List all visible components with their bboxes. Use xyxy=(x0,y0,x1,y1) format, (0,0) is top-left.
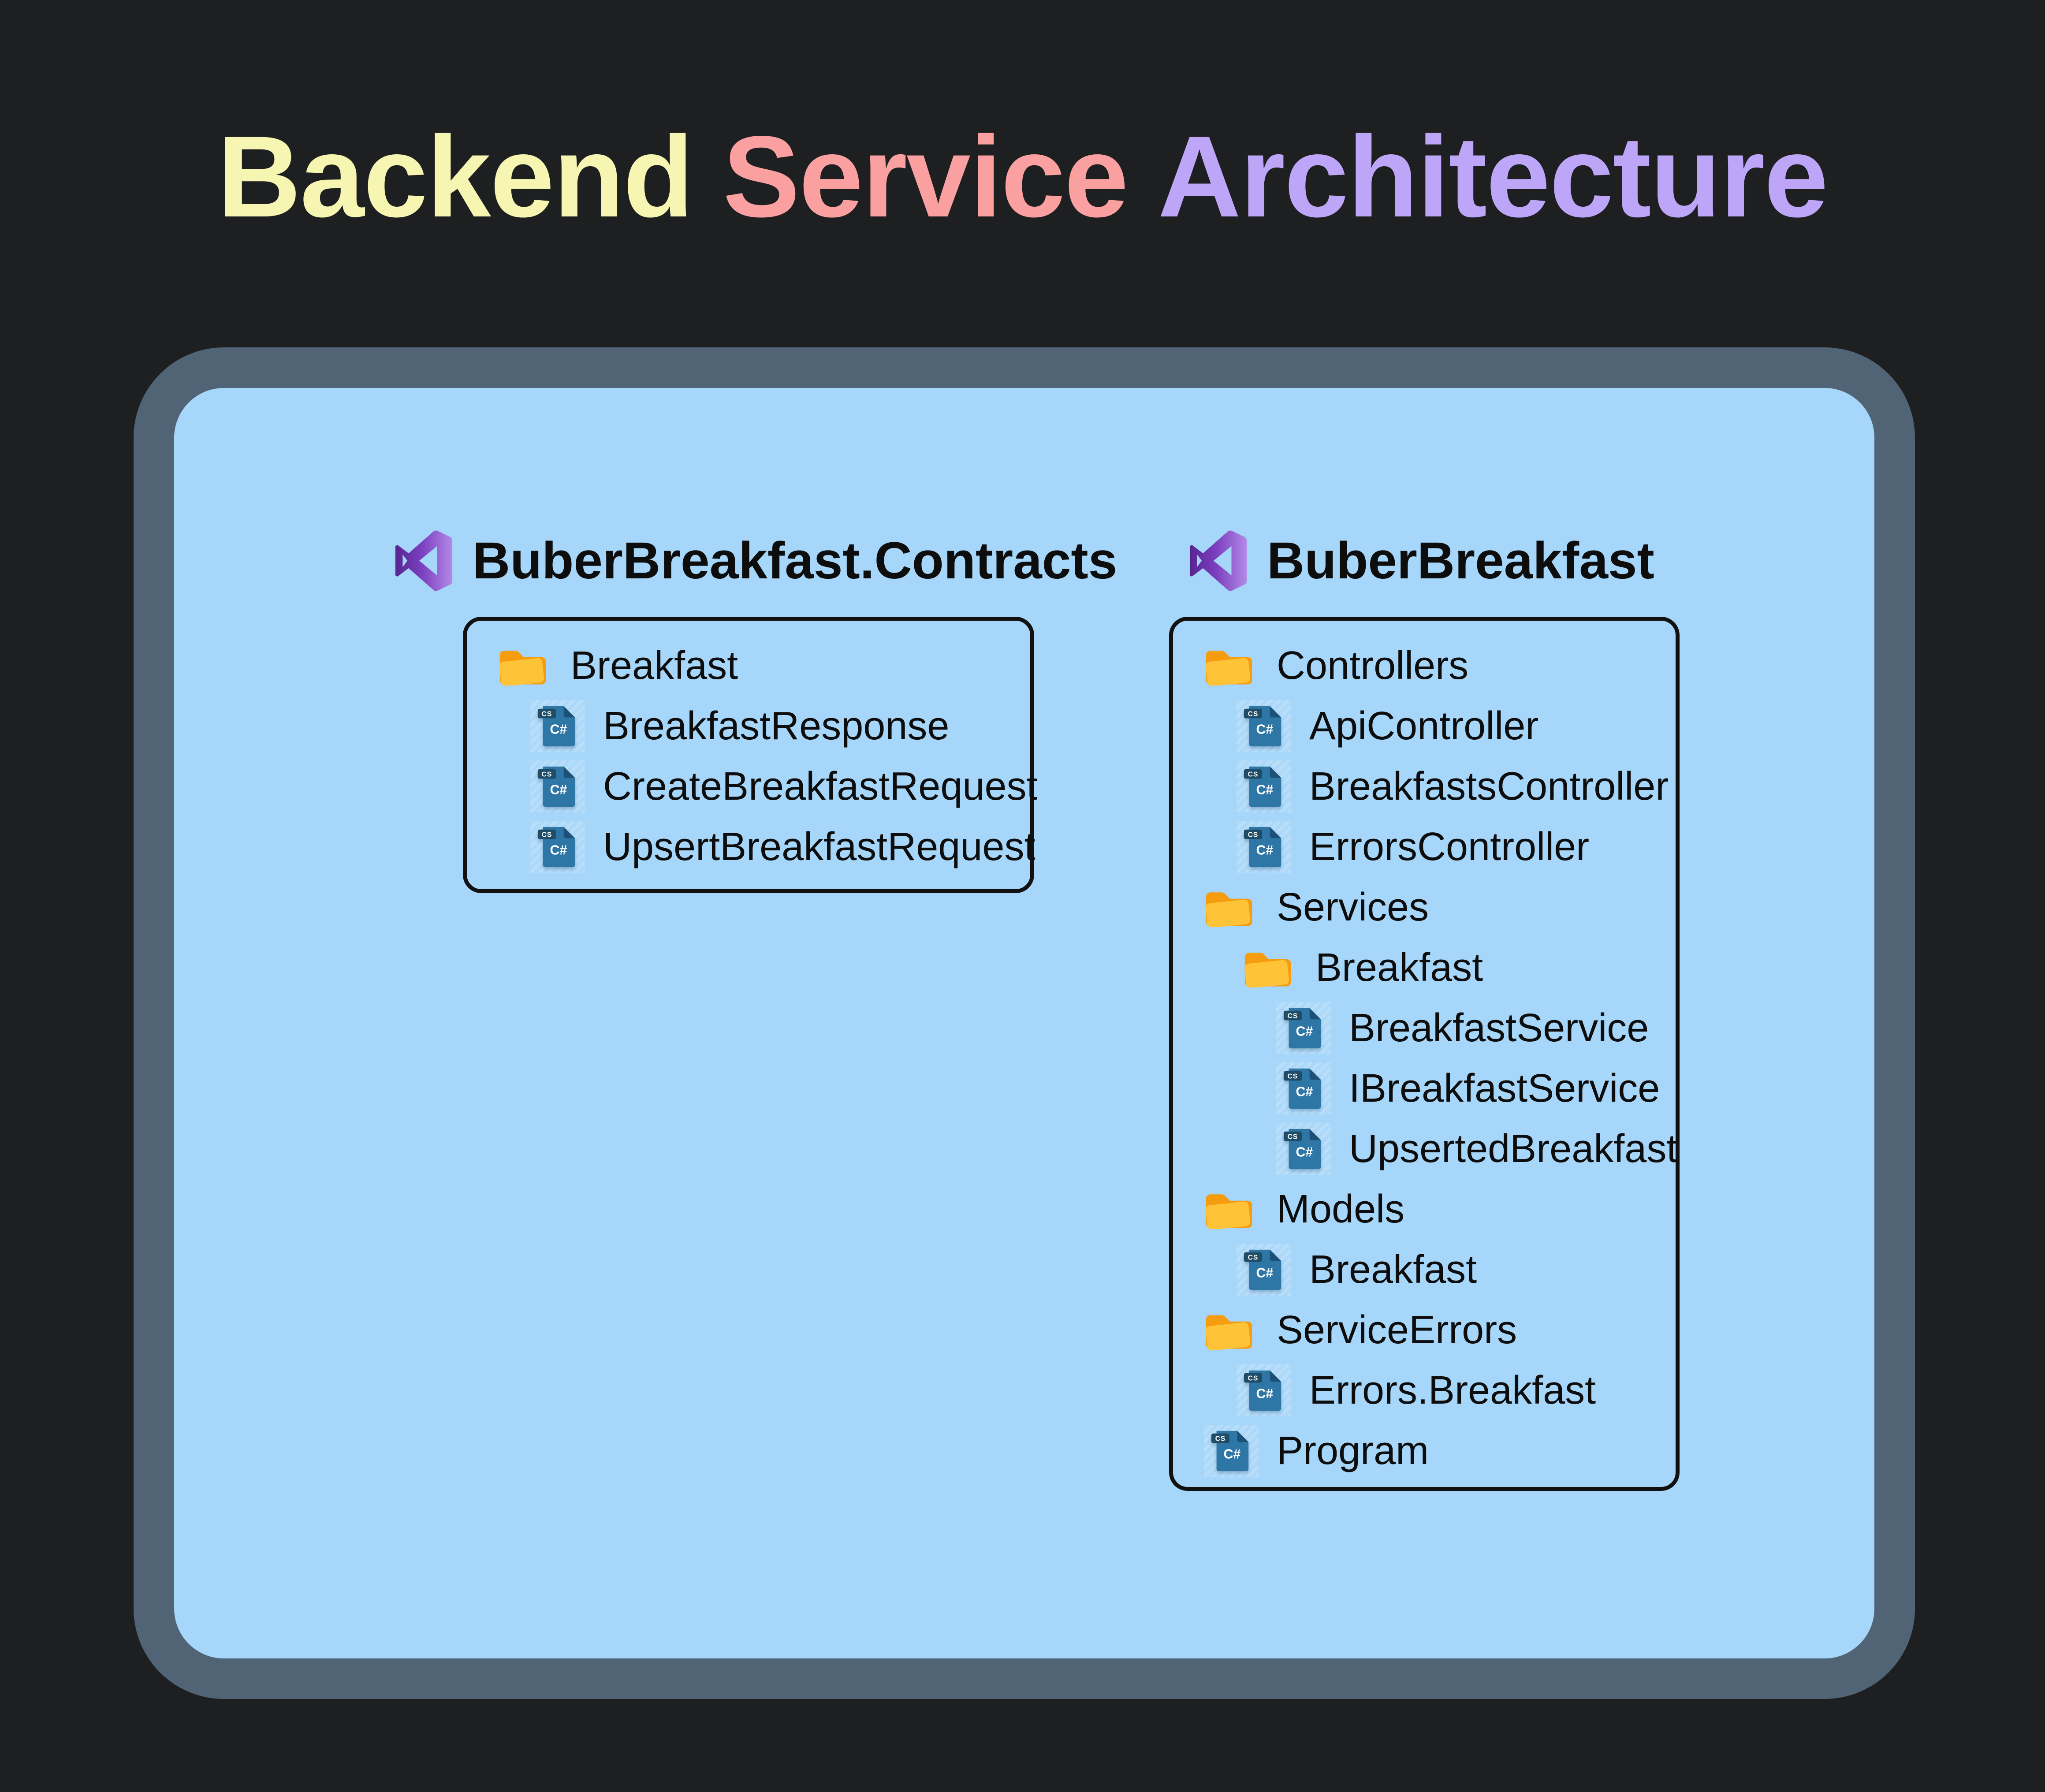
svg-text:C#: C# xyxy=(1296,1084,1313,1099)
tree-item-label: ServiceErrors xyxy=(1277,1308,1517,1352)
tree-item-label: Breakfast xyxy=(1309,1248,1477,1292)
svg-text:CS: CS xyxy=(1248,1375,1259,1382)
tree-item-file: CS C# Program xyxy=(1204,1421,1676,1481)
csharp-file-icon: CS C# xyxy=(530,820,585,873)
tree-item-file: CS C# BreakfastResponse xyxy=(498,696,1030,756)
svg-text:C#: C# xyxy=(1256,1386,1273,1401)
folder-icon xyxy=(1204,647,1254,686)
svg-text:CS: CS xyxy=(542,710,552,718)
solution-name: BuberBreakfast.Contracts xyxy=(473,532,1117,590)
tree-item-file: CS C# ErrorsController xyxy=(1204,817,1676,877)
solution-header-contracts: BuberBreakfast.Contracts xyxy=(391,530,1117,592)
tree-item-label: BreakfastService xyxy=(1349,1006,1649,1050)
svg-text:CS: CS xyxy=(1288,1012,1298,1020)
tree-item-folder: Models xyxy=(1204,1179,1676,1240)
tree-item-file: CS C# CreateBreakfastRequest xyxy=(498,756,1038,817)
svg-text:CS: CS xyxy=(1248,710,1259,718)
architecture-card: BuberBreakfast.Contracts BuberBreakfast … xyxy=(134,347,1915,1699)
svg-text:CS: CS xyxy=(1248,771,1259,778)
svg-text:CS: CS xyxy=(1215,1435,1226,1442)
tree-item-label: Controllers xyxy=(1277,644,1469,688)
svg-text:C#: C# xyxy=(550,782,567,797)
svg-text:C#: C# xyxy=(1223,1446,1240,1461)
svg-text:C#: C# xyxy=(1256,722,1273,737)
folder-icon xyxy=(1204,1311,1254,1350)
svg-text:CS: CS xyxy=(1248,831,1259,838)
tree-item-file: CS C# UpsertedBreakfast xyxy=(1204,1119,1678,1179)
svg-text:CS: CS xyxy=(1248,1254,1259,1261)
title-word: Backend xyxy=(217,112,693,241)
visual-studio-icon xyxy=(395,530,452,591)
tree-item-folder: Services xyxy=(1204,877,1676,938)
tree-item-file: CS C# BreakfastsController xyxy=(1204,756,1676,817)
folder-icon xyxy=(1204,1190,1254,1229)
tree-item-label: IBreakfastService xyxy=(1349,1066,1660,1110)
csharp-file-icon: CS C# xyxy=(1237,1364,1291,1416)
solution-header-main: BuberBreakfast xyxy=(1186,530,1654,592)
tree-item-label: UpsertedBreakfast xyxy=(1349,1127,1678,1171)
svg-text:CS: CS xyxy=(1288,1073,1298,1080)
tree-item-folder: Breakfast xyxy=(1204,938,1676,998)
svg-text:C#: C# xyxy=(550,842,567,857)
folder-icon xyxy=(1204,888,1254,927)
tree-item-label: Breakfast xyxy=(570,644,738,688)
csharp-file-icon: CS C# xyxy=(530,760,585,812)
tree-item-label: Errors.Breakfast xyxy=(1309,1368,1596,1412)
title-word: Architecture xyxy=(1158,112,1828,241)
csharp-file-icon: CS C# xyxy=(1276,1002,1331,1054)
csharp-file-icon: CS C# xyxy=(1237,700,1291,752)
tree-item-file: CS C# BreakfastService xyxy=(1204,998,1676,1058)
folder-icon xyxy=(498,647,548,686)
tree-item-label: UpsertBreakfastRequest xyxy=(603,825,1036,869)
solution-name: BuberBreakfast xyxy=(1267,532,1654,590)
tree-item-folder: Breakfast xyxy=(498,636,1030,696)
tree-item-file: CS C# ApiController xyxy=(1204,696,1676,756)
svg-text:C#: C# xyxy=(550,722,567,737)
title-word: Service xyxy=(723,112,1129,241)
tree-item-label: ErrorsController xyxy=(1309,825,1590,869)
tree-item-folder: Controllers xyxy=(1204,636,1676,696)
svg-text:CS: CS xyxy=(542,771,552,778)
tree-item-label: BreakfastResponse xyxy=(603,704,950,748)
csharp-file-icon: CS C# xyxy=(530,700,585,752)
tree-item-file: CS C# Breakfast xyxy=(1204,1240,1676,1300)
tree-item-label: CreateBreakfastRequest xyxy=(603,764,1038,808)
tree-item-label: Models xyxy=(1277,1187,1405,1231)
csharp-file-icon: CS C# xyxy=(1276,1122,1331,1175)
csharp-file-icon: CS C# xyxy=(1237,760,1291,812)
csharp-file-icon: CS C# xyxy=(1276,1062,1331,1114)
tree-item-file: CS C# IBreakfastService xyxy=(1204,1058,1676,1119)
tree-item-file: CS C# Errors.Breakfast xyxy=(1204,1360,1676,1421)
svg-text:C#: C# xyxy=(1296,1024,1313,1039)
svg-text:CS: CS xyxy=(542,831,552,838)
tree-item-label: Program xyxy=(1277,1429,1429,1473)
tree-item-label: ApiController xyxy=(1309,704,1539,748)
svg-text:C#: C# xyxy=(1256,842,1273,857)
svg-text:C#: C# xyxy=(1296,1144,1313,1159)
folder-icon xyxy=(1243,949,1293,987)
csharp-file-icon: CS C# xyxy=(1204,1424,1259,1477)
visual-studio-icon xyxy=(1189,530,1247,591)
svg-text:C#: C# xyxy=(1256,782,1273,797)
tree-item-label: Services xyxy=(1277,885,1429,929)
csharp-file-icon: CS C# xyxy=(1237,820,1291,873)
csharp-file-icon: CS C# xyxy=(1237,1243,1291,1296)
svg-text:C#: C# xyxy=(1256,1265,1273,1280)
tree-item-folder: ServiceErrors xyxy=(1204,1300,1676,1360)
tree-item-label: Breakfast xyxy=(1315,946,1483,990)
tree-item-label: BreakfastsController xyxy=(1309,764,1669,808)
svg-text:CS: CS xyxy=(1288,1133,1298,1140)
tree-item-file: CS C# UpsertBreakfastRequest xyxy=(498,817,1035,877)
